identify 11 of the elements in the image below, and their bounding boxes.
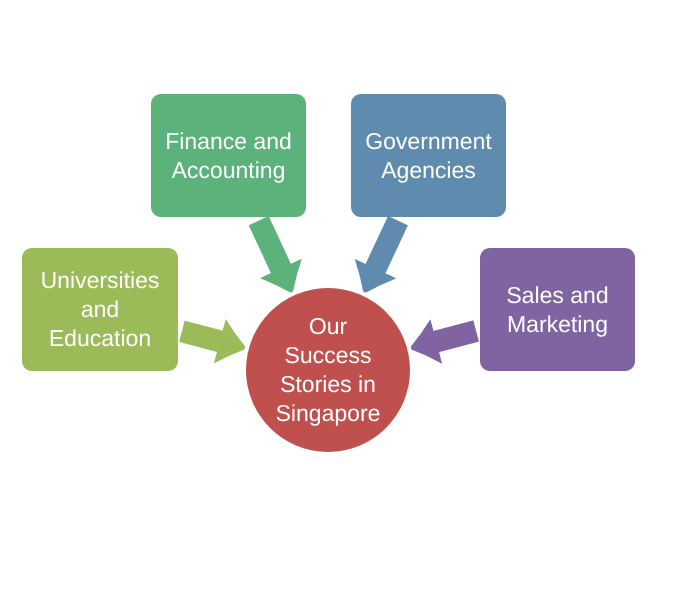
node-label: Finance and Accounting bbox=[164, 126, 293, 184]
category-box bbox=[480, 248, 635, 371]
arrow bbox=[408, 319, 479, 364]
category-box bbox=[22, 248, 178, 371]
category-box bbox=[151, 94, 306, 217]
node-label: Government Agencies bbox=[364, 126, 493, 184]
node-label: Sales and Marketing bbox=[505, 280, 610, 338]
node-label: Universities and Education bbox=[40, 266, 160, 353]
arrow bbox=[179, 319, 248, 364]
node-label: Our Success Stories in Singapore bbox=[274, 312, 382, 428]
category-box bbox=[351, 94, 506, 217]
